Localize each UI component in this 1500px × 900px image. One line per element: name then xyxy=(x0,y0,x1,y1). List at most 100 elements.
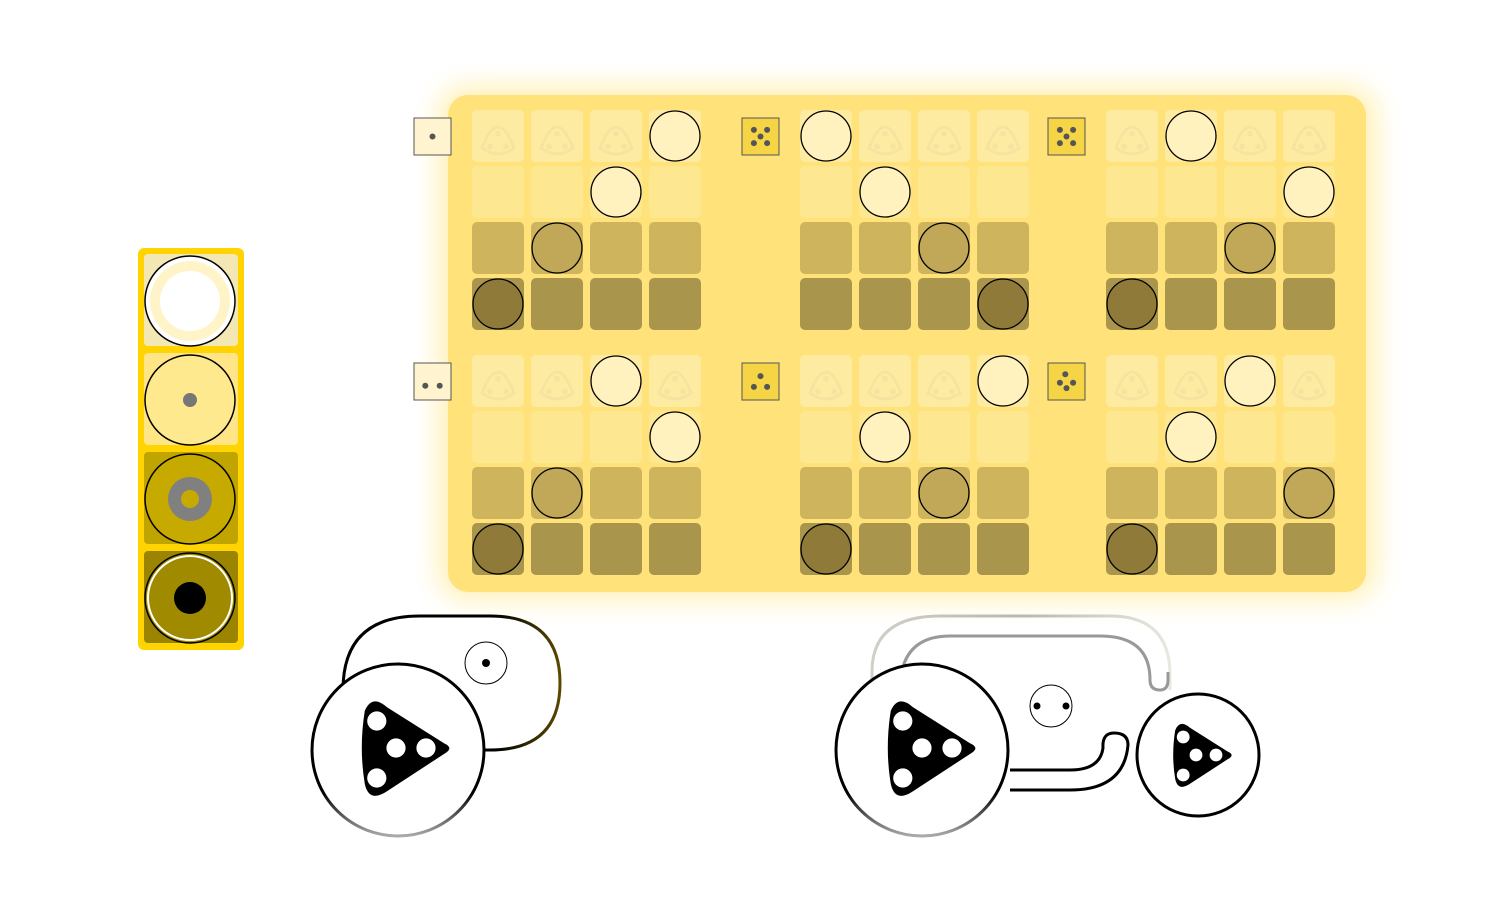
stone-marker[interactable] xyxy=(1283,467,1335,519)
board-cell[interactable] xyxy=(531,523,583,575)
board-cell[interactable] xyxy=(977,222,1029,274)
board-cell[interactable] xyxy=(1283,222,1335,274)
board-cell[interactable] xyxy=(918,411,970,463)
board-cell[interactable] xyxy=(1283,278,1335,330)
board-5[interactable] xyxy=(741,355,1029,575)
board-cell[interactable] xyxy=(1224,523,1276,575)
board-cell[interactable] xyxy=(918,523,970,575)
board-cell[interactable] xyxy=(859,110,911,162)
board-cell[interactable] xyxy=(918,355,970,407)
board-cell[interactable] xyxy=(1283,523,1335,575)
board-cell[interactable] xyxy=(649,467,701,519)
board-cell[interactable] xyxy=(1106,222,1158,274)
board-cell[interactable] xyxy=(531,411,583,463)
stone-marker[interactable] xyxy=(472,523,524,575)
board-cell[interactable] xyxy=(800,166,852,218)
single-die-control[interactable] xyxy=(310,614,562,838)
board-cell[interactable] xyxy=(531,166,583,218)
stone-marker[interactable] xyxy=(649,110,701,162)
board-cell[interactable] xyxy=(472,355,524,407)
board-cell[interactable] xyxy=(1224,278,1276,330)
board-cell[interactable] xyxy=(1106,166,1158,218)
board-cell[interactable] xyxy=(977,411,1029,463)
board-cell[interactable] xyxy=(800,278,852,330)
stone-marker[interactable] xyxy=(1106,278,1158,330)
stone-marker[interactable] xyxy=(800,110,852,162)
board-cell[interactable] xyxy=(1106,411,1158,463)
board-cell[interactable] xyxy=(590,222,642,274)
board-cell[interactable] xyxy=(1165,166,1217,218)
board-cell[interactable] xyxy=(800,222,852,274)
stone-marker[interactable] xyxy=(1283,166,1335,218)
board-cell[interactable] xyxy=(531,278,583,330)
board-cell[interactable] xyxy=(649,278,701,330)
board-cell[interactable] xyxy=(590,467,642,519)
board-1[interactable] xyxy=(413,110,701,330)
board-cell[interactable] xyxy=(859,523,911,575)
stone-marker[interactable] xyxy=(1106,523,1158,575)
stone-marker[interactable] xyxy=(800,523,852,575)
board-cell[interactable] xyxy=(1106,355,1158,407)
board-cell[interactable] xyxy=(590,411,642,463)
stone-marker[interactable] xyxy=(918,467,970,519)
board-cell[interactable] xyxy=(1165,467,1217,519)
board-cell[interactable] xyxy=(472,467,524,519)
board-cell[interactable] xyxy=(800,467,852,519)
board-cell[interactable] xyxy=(1283,110,1335,162)
board-cell[interactable] xyxy=(977,110,1029,162)
stone-marker[interactable] xyxy=(1224,222,1276,274)
board-cell[interactable] xyxy=(977,166,1029,218)
board-cell[interactable] xyxy=(1165,278,1217,330)
board-cell[interactable] xyxy=(1106,467,1158,519)
board-cell[interactable] xyxy=(472,166,524,218)
board-cell[interactable] xyxy=(859,278,911,330)
stone-marker[interactable] xyxy=(977,355,1029,407)
stone-marker[interactable] xyxy=(1165,411,1217,463)
board-cell[interactable] xyxy=(1224,467,1276,519)
board-cell[interactable] xyxy=(918,278,970,330)
board-cell[interactable] xyxy=(1165,355,1217,407)
board-cell[interactable] xyxy=(649,523,701,575)
board-cell[interactable] xyxy=(918,110,970,162)
board-cell[interactable] xyxy=(649,355,701,407)
board-cell[interactable] xyxy=(1224,166,1276,218)
board-cell[interactable] xyxy=(1165,523,1217,575)
board-cell[interactable] xyxy=(1165,222,1217,274)
board-cell[interactable] xyxy=(918,166,970,218)
stone-marker[interactable] xyxy=(977,278,1029,330)
board-3[interactable] xyxy=(1047,110,1335,330)
board-cell[interactable] xyxy=(472,411,524,463)
board-cell[interactable] xyxy=(977,467,1029,519)
board-cell[interactable] xyxy=(1224,110,1276,162)
board-4[interactable] xyxy=(413,355,701,575)
board-cell[interactable] xyxy=(800,411,852,463)
board-cell[interactable] xyxy=(859,467,911,519)
stone-marker[interactable] xyxy=(649,411,701,463)
board-2[interactable] xyxy=(741,110,1029,330)
stone-marker[interactable] xyxy=(472,278,524,330)
board-cell[interactable] xyxy=(1283,411,1335,463)
stone-marker[interactable] xyxy=(1165,110,1217,162)
stone-marker[interactable] xyxy=(531,222,583,274)
board-cell[interactable] xyxy=(590,110,642,162)
stone-marker[interactable] xyxy=(531,467,583,519)
board-cell[interactable] xyxy=(1283,355,1335,407)
board-cell[interactable] xyxy=(859,222,911,274)
board-cell[interactable] xyxy=(800,355,852,407)
board-cell[interactable] xyxy=(531,355,583,407)
board-cell[interactable] xyxy=(649,166,701,218)
board-cell[interactable] xyxy=(977,523,1029,575)
stone-marker[interactable] xyxy=(859,166,911,218)
board-cell[interactable] xyxy=(1224,411,1276,463)
board-cell[interactable] xyxy=(590,278,642,330)
board-cell[interactable] xyxy=(531,110,583,162)
stone-marker[interactable] xyxy=(590,166,642,218)
board-cell[interactable] xyxy=(859,355,911,407)
stone-marker[interactable] xyxy=(859,411,911,463)
board-cell[interactable] xyxy=(590,523,642,575)
board-6[interactable] xyxy=(1047,355,1335,575)
stone-marker[interactable] xyxy=(918,222,970,274)
double-die-control[interactable] xyxy=(834,614,1261,838)
board-cell[interactable] xyxy=(649,222,701,274)
board-cell[interactable] xyxy=(472,110,524,162)
